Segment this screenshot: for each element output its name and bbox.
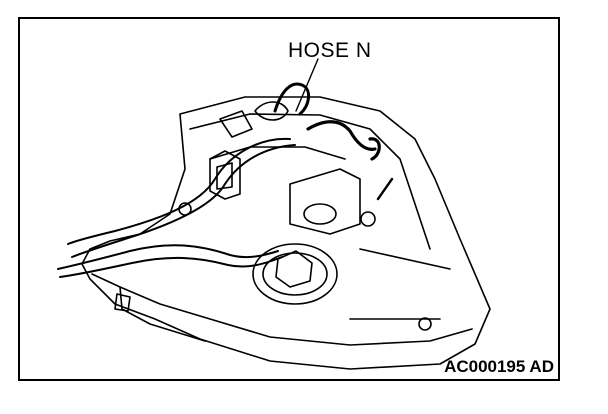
fuel-line-2 (71, 144, 296, 258)
hose-hook (368, 137, 381, 161)
bracket-left (209, 150, 241, 200)
fuel-tank-drawing (57, 58, 491, 370)
hose-n (273, 82, 310, 116)
mount-hole-1 (178, 202, 192, 216)
hose-n-label: HOSE N (288, 39, 372, 62)
tank-rib-1 (359, 248, 451, 270)
mount-hole-3 (418, 317, 432, 331)
breather-pipe (376, 177, 394, 201)
fuel-line-1 (67, 137, 291, 245)
tank-outline (81, 96, 491, 370)
filler-neck (219, 110, 253, 138)
hose-upper (306, 120, 377, 151)
boss-port (303, 203, 337, 225)
tank-bottom-edge (119, 286, 206, 342)
mount-hole-2 (360, 211, 376, 227)
figure-frame: HOSE N AC000195 AD (18, 17, 560, 381)
fuel-line-3 (57, 244, 279, 270)
pump-connector (275, 250, 313, 288)
pump-module-ring (262, 252, 328, 296)
strap-tab (114, 293, 131, 312)
tank-top-surface (189, 113, 431, 250)
figure-code: AC000195 AD (444, 357, 554, 376)
callout-leader-line (295, 58, 319, 112)
tank-boss (289, 168, 361, 235)
tank-skirt (91, 273, 473, 346)
fuel-line-4 (59, 256, 283, 278)
pump-module (252, 243, 338, 305)
filler-cap (254, 101, 289, 121)
